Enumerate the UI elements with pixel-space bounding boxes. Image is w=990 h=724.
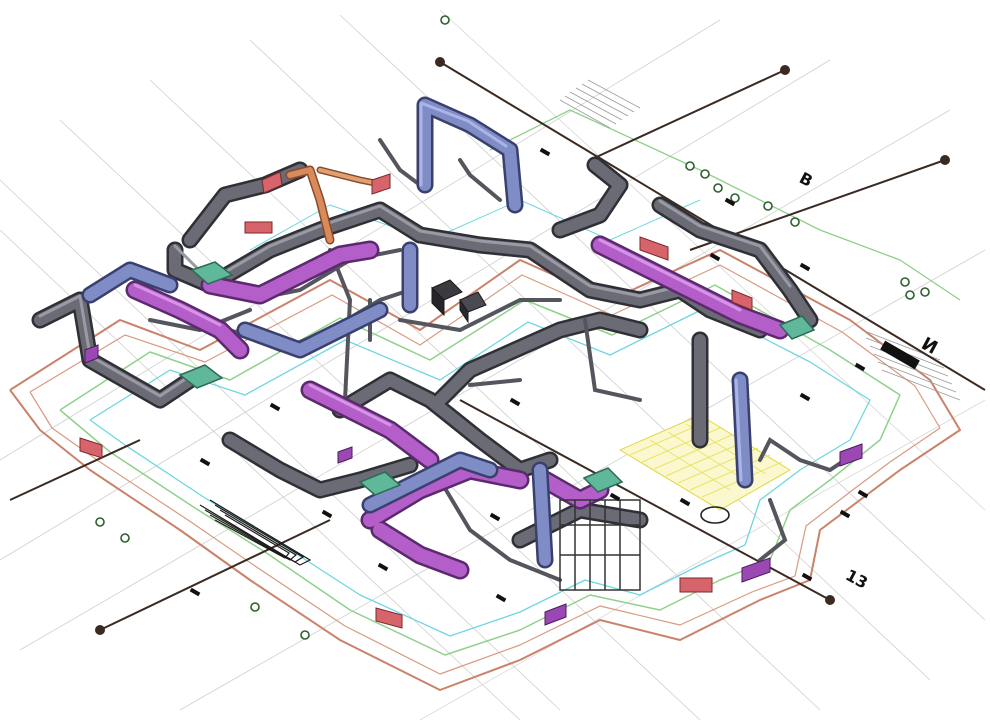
tag-icon [880, 340, 920, 370]
wall-outline-cyan-mid [249, 199, 701, 251]
grille-red [244, 221, 273, 234]
grille-red [371, 173, 391, 195]
red-grilles [79, 171, 753, 629]
ahu-unit [358, 471, 402, 496]
grid-line [419, 399, 986, 721]
axis-label-i: И [918, 333, 941, 359]
wall-outline-brown-inner [29, 264, 941, 675]
axis-line [589, 69, 786, 161]
tag-icon [321, 509, 333, 519]
grille-red [261, 171, 283, 194]
purple-ducts [125, 235, 790, 580]
axis-line [459, 399, 831, 601]
tag-icon [495, 593, 507, 603]
axis-marker-icon [940, 155, 950, 165]
grille-red [375, 607, 403, 629]
axis-line [9, 439, 141, 501]
air-handling-units [178, 261, 816, 496]
tag-icon [709, 252, 721, 262]
axis-label-b: B [796, 168, 816, 191]
tag-icon [857, 489, 869, 499]
tag-icon [799, 262, 811, 272]
tag-icon [377, 562, 389, 572]
grid-line [179, 249, 986, 711]
grid-line [439, 9, 986, 511]
wall-outline-cyan [89, 307, 871, 637]
equipment-rack [559, 499, 641, 591]
axis-marker-icon [780, 65, 790, 75]
wall-outline-green [59, 284, 901, 656]
axis-bubbles [95, 15, 930, 640]
grille-purple [741, 557, 771, 583]
tag-icon [854, 362, 866, 372]
axis-marker-icon [435, 57, 445, 67]
tag-icon [839, 509, 851, 519]
tag-icon [539, 147, 551, 157]
wall-outline-brown [9, 249, 961, 691]
purple-grilles [84, 344, 863, 626]
gray-ducts [31, 156, 819, 549]
ahu-unit [582, 467, 624, 493]
tag-icon [801, 572, 813, 582]
tag-icon [189, 587, 201, 597]
grille-purple [544, 603, 567, 626]
tag-icon [269, 402, 281, 412]
ahu-unit [178, 364, 224, 389]
axis-label-13: 13 [842, 565, 871, 592]
grille-purple [839, 443, 863, 467]
equipment-box [431, 286, 445, 317]
blue-ducts [81, 96, 754, 569]
tag-labels [189, 147, 920, 603]
grille-red [79, 437, 103, 459]
axis-marker-icon [825, 595, 835, 605]
axis-marker-icon [95, 625, 105, 635]
grid-line [149, 79, 821, 711]
ahu-unit [190, 261, 234, 285]
tag-icon [724, 197, 736, 207]
grid-line [0, 179, 561, 711]
grille-red [639, 236, 669, 261]
tag-icon [489, 512, 501, 522]
grille-purple [337, 446, 353, 464]
grille-purple [84, 344, 99, 364]
floor-coil [199, 499, 312, 566]
grille-red [731, 289, 753, 311]
floor-drain-oval [700, 506, 730, 524]
grille-red [679, 577, 713, 593]
tag-icon [199, 457, 211, 467]
axis-line [99, 519, 331, 631]
tag-icon [609, 492, 621, 502]
tag-icon [679, 497, 691, 507]
tag-icon [509, 397, 521, 407]
equipment-box [459, 298, 469, 324]
wall-outline-green-top [489, 109, 961, 301]
ahu-unit [778, 315, 816, 340]
equipment-boxes [431, 279, 487, 324]
tag-icon [799, 392, 811, 402]
grid-line [19, 109, 951, 651]
